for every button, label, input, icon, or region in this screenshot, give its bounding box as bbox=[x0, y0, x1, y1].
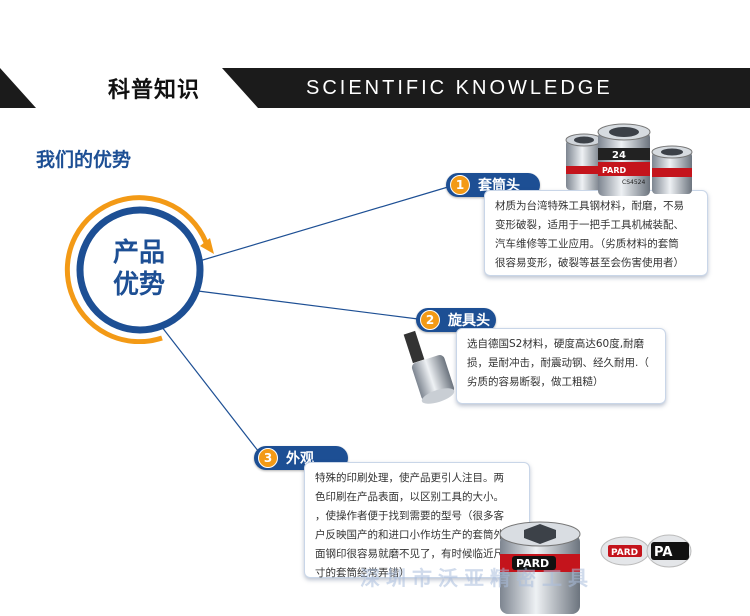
point-1-line: 材质为台湾特殊工具钢材料，耐磨，不易 bbox=[495, 200, 684, 212]
connector-line-1 bbox=[195, 186, 449, 263]
banner-tab bbox=[0, 68, 258, 108]
point-3-card: 特殊的印刷处理，使产品更引人注目。两 色印刷在产品表面，以区别工具的大小。 ，使… bbox=[304, 462, 530, 579]
point-1-line: 很容易变形，破裂等甚至会伤害使用者） bbox=[495, 257, 684, 269]
point-3-line: 色印刷在产品表面，以区别工具的大小。 bbox=[315, 491, 504, 503]
point-3-line: ，使操作者便于找到需要的型号（很多客 bbox=[315, 510, 504, 522]
point-3-line: 特殊的印刷处理，使产品更引人注目。两 bbox=[315, 472, 504, 484]
point-2-line: 选自德国S2材料，硬度高达60度,耐磨 bbox=[467, 338, 645, 350]
point-1-line: 变形破裂，适用于一把手工具机械装配、 bbox=[495, 219, 684, 231]
socket-size-label: 24 bbox=[612, 150, 626, 161]
point-2-card: 选自德国S2材料，硬度高达60度,耐磨 损，是耐冲击，耐震动钢、经久耐用.（ 劣… bbox=[456, 328, 666, 404]
print-sample-icon-2: PA bbox=[646, 534, 692, 568]
circle-text: 产品 优势 bbox=[84, 214, 194, 324]
section-heading: 我们的优势 bbox=[36, 149, 132, 171]
point-2-number: 2 bbox=[420, 310, 440, 330]
point-3-number: 3 bbox=[258, 448, 278, 468]
printed-socket-icon: PARD bbox=[499, 521, 581, 614]
point-1-line: 汽车维修等工业应用。（劣质材料的套筒 bbox=[495, 238, 679, 250]
point-2-title: 旋具头 bbox=[448, 313, 490, 329]
point-1-card: 材质为台湾特殊工具钢材料，耐磨，不易 变形破裂，适用于一把手工具机械装配、 汽车… bbox=[484, 190, 708, 276]
banner-title-cn: 科普知识 bbox=[108, 78, 201, 103]
point-3-line: 户反映国产的和进口小作坊生产的套筒外 bbox=[315, 529, 504, 541]
point-2-line: 劣质的容易断裂，做工粗糙） bbox=[467, 376, 604, 388]
advantage-circle: 产品 优势 bbox=[58, 184, 218, 345]
header-banner: 科普知识 SCIENTIFIC KNOWLEDGE bbox=[0, 68, 750, 108]
point-1-number: 1 bbox=[450, 175, 470, 195]
print-sample-icon-1: PARD bbox=[600, 536, 650, 566]
print-sample-text-2: PA bbox=[654, 545, 672, 560]
point-3-label: 3 外观 bbox=[254, 446, 348, 470]
socket-set-icon: 24 PARD CS4524 bbox=[565, 123, 693, 196]
print-sample-text-1: PARD bbox=[611, 548, 638, 558]
connector-line-2 bbox=[189, 289, 419, 320]
point-3-line: 面钢印很容易就磨不见了，有时候临近尺 bbox=[315, 548, 504, 560]
printed-socket-brand: PARD bbox=[516, 557, 549, 570]
circle-line-1: 产品 bbox=[112, 238, 165, 268]
point-3-line: 寸的套筒经常弄错） bbox=[315, 567, 410, 579]
socket-brand-label: PARD bbox=[602, 166, 626, 175]
point-2-line: 损，是耐冲击，耐震动钢、经久耐用.（ bbox=[467, 357, 649, 369]
circle-line-2: 优势 bbox=[112, 270, 165, 300]
watermark-text: 深圳市沃亚精密工具 bbox=[360, 566, 594, 590]
socket-code-label: CS4524 bbox=[622, 179, 645, 186]
bit-socket-icon bbox=[403, 330, 455, 404]
banner-title-en: SCIENTIFIC KNOWLEDGE bbox=[306, 77, 613, 99]
